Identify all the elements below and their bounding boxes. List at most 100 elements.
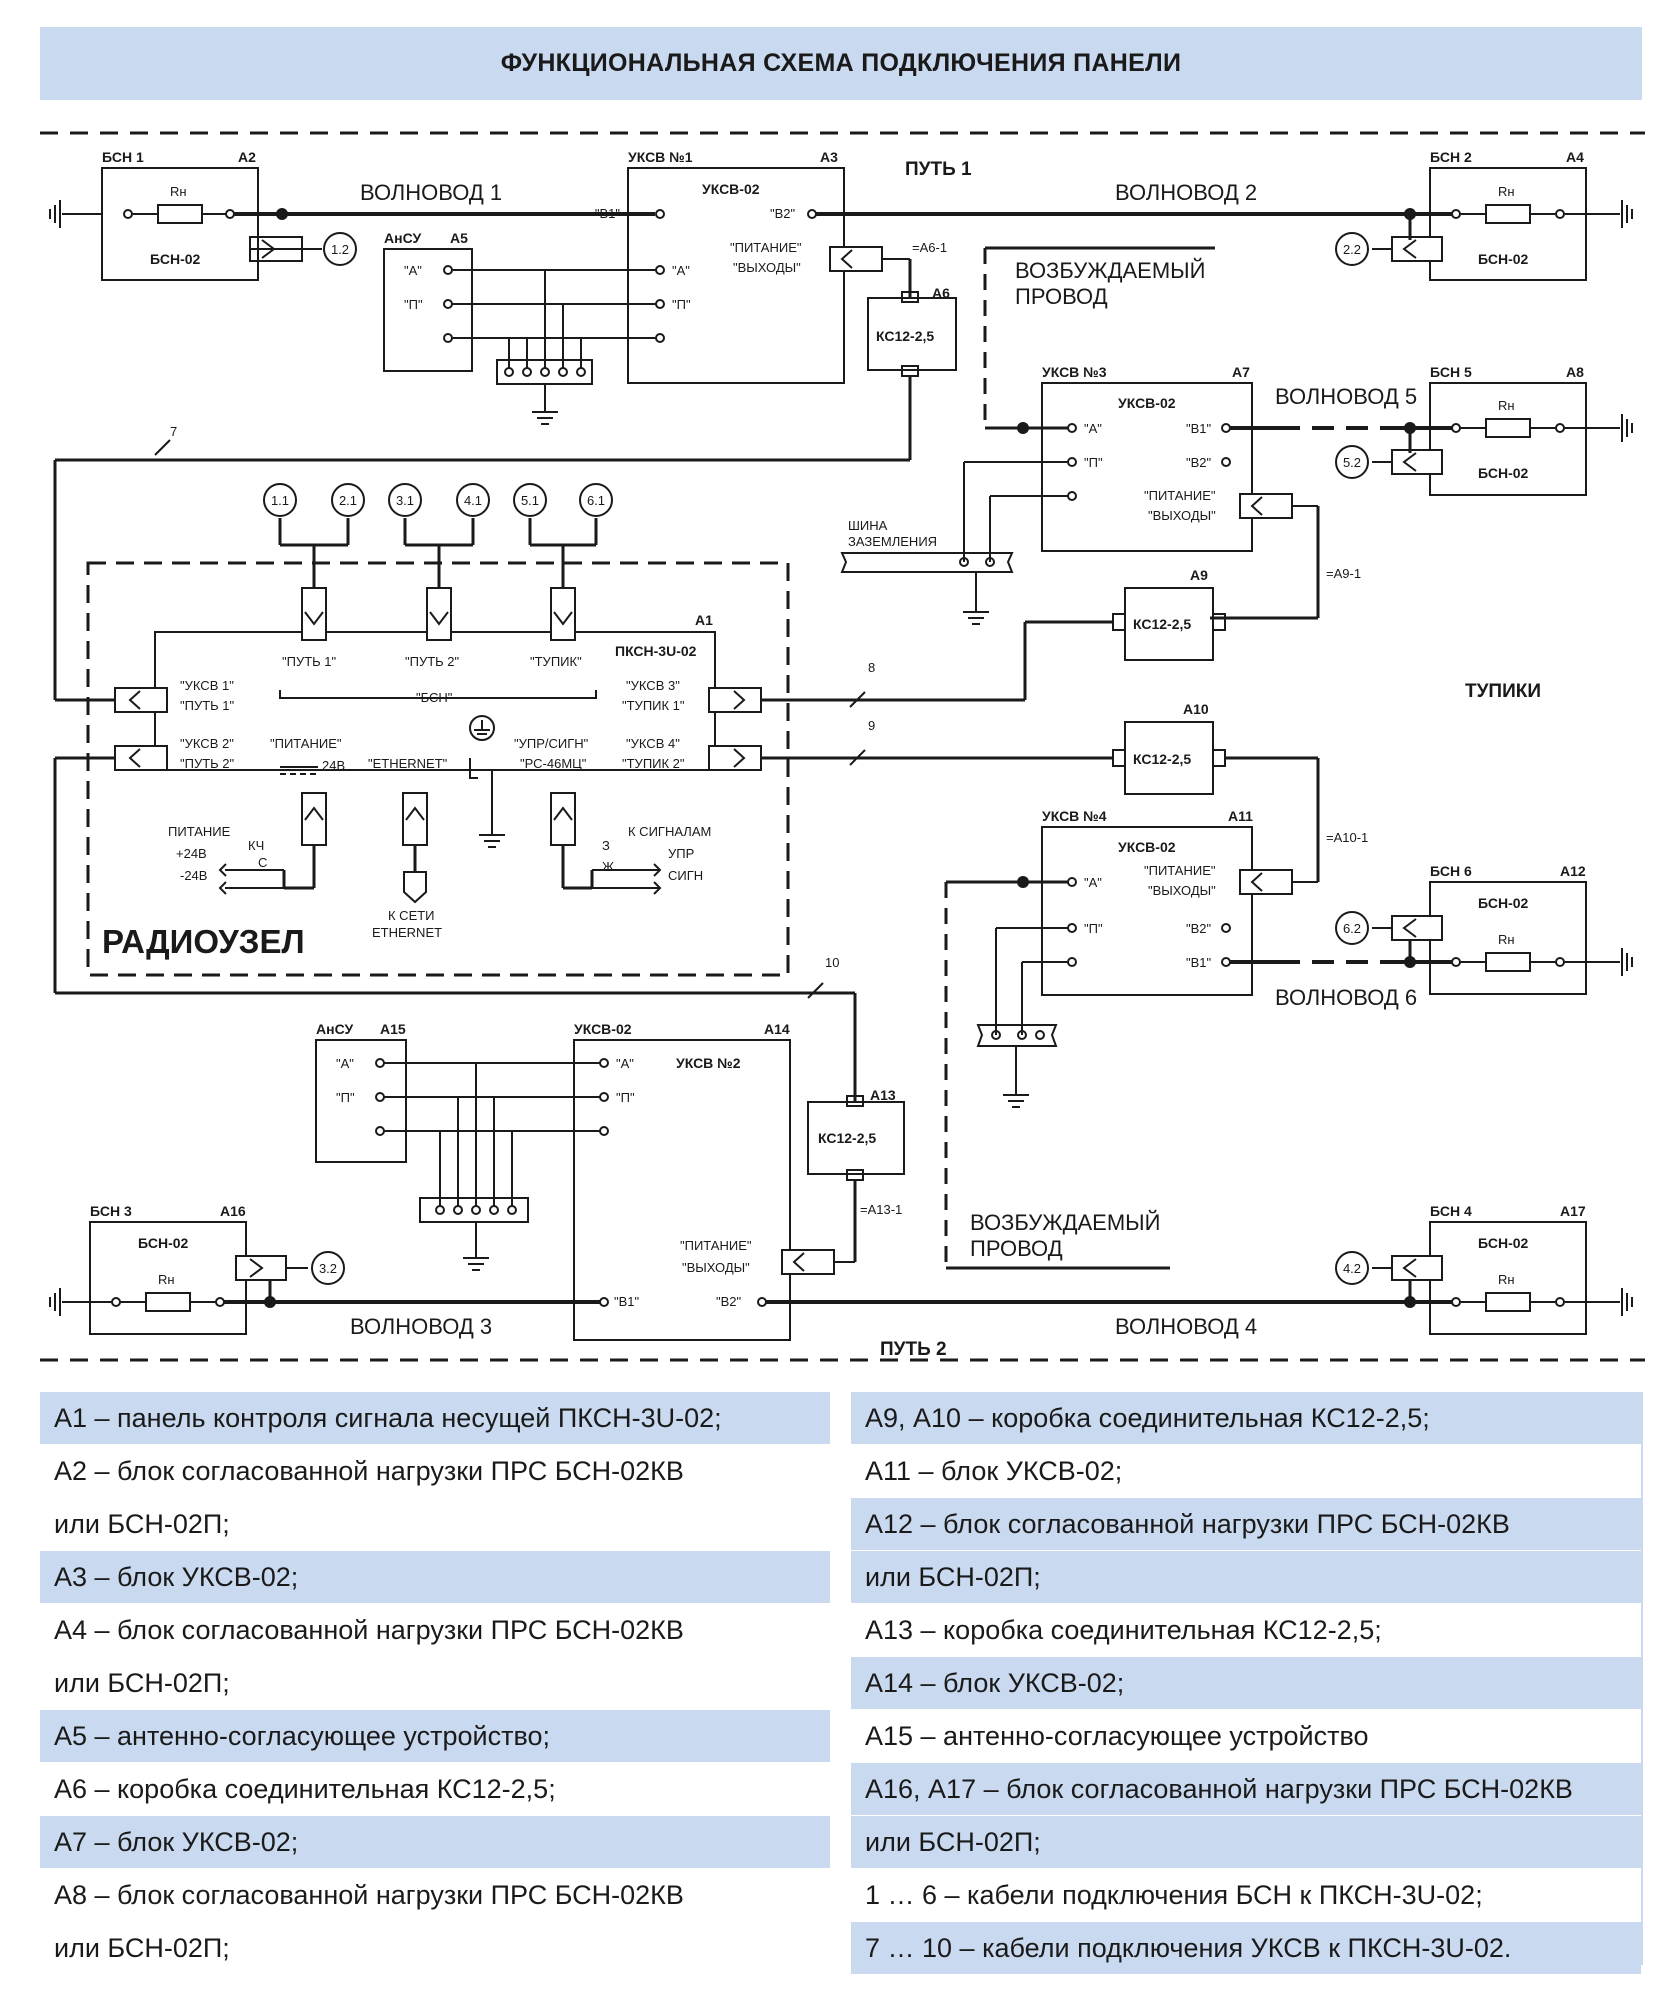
bsn3-name: БСН 3 xyxy=(90,1203,132,1219)
ansu2-block xyxy=(315,1039,407,1163)
legend-item: А15 – антенно-согласующее устройство xyxy=(851,1710,1641,1763)
conn-6-2: 6.2 xyxy=(1343,921,1361,936)
legend-item: А4 – блок согласованной нагрузки ПРС БСН… xyxy=(40,1604,830,1657)
conn-3-2: 3.2 xyxy=(319,1261,337,1276)
uksv4-plug: =А10-1 xyxy=(1326,830,1368,845)
legend-item: А2 – блок согласованной нагрузки ПРС БСН… xyxy=(40,1445,830,1498)
legend-item: А6 – коробка соединительная КС12-2,5; xyxy=(40,1763,830,1816)
bsn6-rn: Rн xyxy=(1498,932,1515,947)
cable-7: 7 xyxy=(170,424,177,439)
conn-1-1: 1.1 xyxy=(271,493,289,508)
uksv1-pwr-2: "ВЫХОДЫ" xyxy=(733,260,801,275)
uksv1-pwr-1: "ПИТАНИЕ" xyxy=(730,240,802,255)
uksv2-pwr-1: "ПИТАНИЕ" xyxy=(680,1238,752,1253)
conn-1-2: 1.2 xyxy=(331,242,349,257)
uksv3-pwr-1: "ПИТАНИЕ" xyxy=(1144,488,1216,503)
uksv2-name: УКСВ-02 xyxy=(574,1021,632,1037)
bsn1-block xyxy=(101,167,259,281)
waveguide-1-label: ВОЛНОВОД 1 xyxy=(360,180,502,205)
panel-put2: "ПУТЬ 2" xyxy=(405,654,460,669)
excited-wire-1-line2: ПРОВОД xyxy=(1015,284,1108,309)
zh-label: Ж xyxy=(602,859,614,874)
legend-item: А16, А17 – блок согласованной нагрузки П… xyxy=(851,1763,1641,1816)
legend-right: А9, А10 – коробка соединительная КС12-2,… xyxy=(851,1392,1641,1975)
uksv2-pin-v2: "В2" xyxy=(716,1294,742,1309)
bsn4-name: БСН 4 xyxy=(1430,1203,1472,1219)
uksv1-name: УКСВ №1 xyxy=(628,149,693,165)
diagram-title: ФУНКЦИОНАЛЬНАЯ СХЕМА ПОДКЛЮЧЕНИЯ ПАНЕЛИ xyxy=(500,49,1182,77)
bsn4-type: БСН-02 xyxy=(1478,1235,1529,1251)
bsn2-block xyxy=(1429,167,1587,281)
panel-24v: 24В xyxy=(322,758,345,773)
bsn3-ref: А16 xyxy=(220,1203,246,1219)
legend-item: А5 – антенно-согласующее устройство; xyxy=(40,1710,830,1763)
uksv1-pin-a: "А" xyxy=(672,263,690,278)
connector-circles xyxy=(263,232,1369,1285)
panel-uksv1: "УКСВ 1" xyxy=(180,678,234,693)
legend-item: А1 – панель контроля сигнала несущей ПКС… xyxy=(40,1392,830,1445)
panel-uksv2: "УКСВ 2" xyxy=(180,736,234,751)
ansu2-ref: А15 xyxy=(380,1021,406,1037)
ground-bus-label-2: ЗАЗЕМЛЕНИЯ xyxy=(848,534,937,549)
ansu1-ref: А5 xyxy=(450,230,468,246)
uksv3-type: УКСВ-02 xyxy=(1118,395,1176,411)
ground-bus-label-1: ШИНА xyxy=(848,518,888,533)
cable-9: 9 xyxy=(868,718,875,733)
panel-upr-sign: "УПР/СИГН" xyxy=(514,736,589,751)
bsn4-rn: Rн xyxy=(1498,1272,1515,1287)
plus24-label: +24В xyxy=(176,846,207,861)
conn-3-1: 3.1 xyxy=(396,493,414,508)
waveguide-4-label: ВОЛНОВОД 4 xyxy=(1115,1314,1257,1339)
panel-bsn: "БСН" xyxy=(416,690,453,705)
bsn5-rn: Rн xyxy=(1498,398,1515,413)
conn-5-2: 5.2 xyxy=(1343,455,1361,470)
ansu2-pin-a: "А" xyxy=(336,1056,354,1071)
legend-item: или БСН-02П; xyxy=(40,1922,830,1975)
legend-item: А14 – блок УКСВ-02; xyxy=(851,1657,1641,1710)
panel-uksv4: "УКСВ 4" xyxy=(626,736,680,751)
ks-a10-ref: А10 xyxy=(1183,701,1209,717)
panel-ref: А1 xyxy=(695,612,713,628)
bsn5-ref: А8 xyxy=(1566,364,1584,380)
waveguide-2-label: ВОЛНОВОД 2 xyxy=(1115,180,1257,205)
uksv4-type: УКСВ-02 xyxy=(1118,839,1176,855)
ks-a13-block xyxy=(807,1101,905,1175)
excited-wire-2-line1: ВОЗБУЖДАЕМЫЙ xyxy=(970,1210,1160,1235)
ks-a9-type: КС12-2,5 xyxy=(1133,616,1191,632)
legend-item: 7 … 10 – кабели подключения УКСВ к ПКСН-… xyxy=(851,1922,1641,1975)
panel-type: ПКСН-3U-02 xyxy=(615,643,697,659)
bsn4-ref: А17 xyxy=(1560,1203,1586,1219)
uksv1-pin-v1: "В1" xyxy=(595,206,621,221)
upr-label: УПР xyxy=(668,846,694,861)
panel-put1: "ПУТЬ 1" xyxy=(282,654,337,669)
legend-item: А13 – коробка соединительная КС12-2,5; xyxy=(851,1604,1641,1657)
sign-label: СИГН xyxy=(668,868,703,883)
uksv4-pin-v2: "В2" xyxy=(1186,921,1212,936)
panel-pitanie: "ПИТАНИЕ" xyxy=(270,736,342,751)
waveguide-3-label: ВОЛНОВОД 3 xyxy=(350,1314,492,1339)
uksv3-ref: А7 xyxy=(1232,364,1250,380)
ks-a13-type: КС12-2,5 xyxy=(818,1130,876,1146)
uksv4-pwr-2: "ВЫХОДЫ" xyxy=(1148,883,1216,898)
bsn5-type: БСН-02 xyxy=(1478,465,1529,481)
ansu2-pin-p: "П" xyxy=(336,1090,355,1105)
bsn2-name: БСН 2 xyxy=(1430,149,1472,165)
waveguide-5-label: ВОЛНОВОД 5 xyxy=(1275,384,1417,409)
minus24-label: -24В xyxy=(180,868,207,883)
bsn6-ref: А12 xyxy=(1560,863,1586,879)
z-label: З xyxy=(602,838,610,853)
uksv4-ref: А11 xyxy=(1228,808,1253,824)
power-label: ПИТАНИЕ xyxy=(168,824,231,839)
ansu1-block xyxy=(383,248,473,372)
uksv4-pwr-1: "ПИТАНИЕ" xyxy=(1144,863,1216,878)
legend-item: А12 – блок согласованной нагрузки ПРС БС… xyxy=(851,1498,1641,1551)
bsn5-name: БСН 5 xyxy=(1430,364,1472,380)
ks-a9-ref: А9 xyxy=(1190,567,1208,583)
bsn1-ref: А2 xyxy=(238,149,256,165)
ansu2-name: АнСУ xyxy=(316,1021,353,1037)
legend-item: А11 – блок УКСВ-02; xyxy=(851,1445,1641,1498)
uksv2-pin-p: "П" xyxy=(616,1090,635,1105)
legend-item: или БСН-02П; xyxy=(851,1816,1641,1869)
panel-uksv3: "УКСВ 3" xyxy=(626,678,680,693)
uksv3-block xyxy=(1041,382,1253,552)
